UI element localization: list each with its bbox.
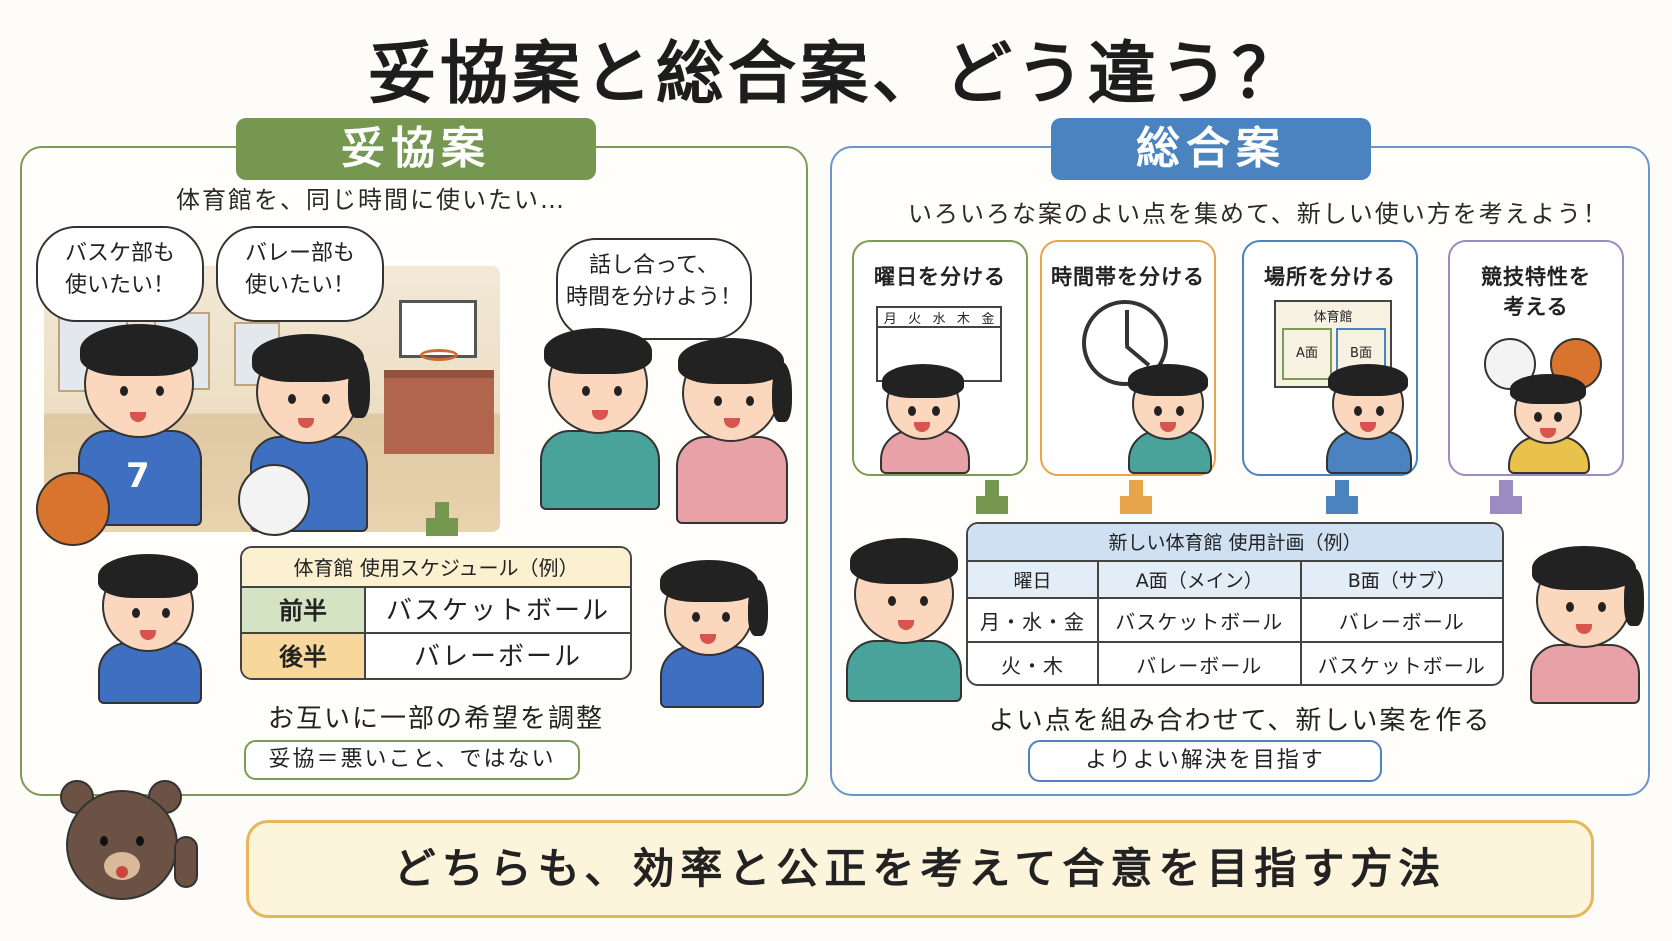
bear-mascot-icon — [56, 776, 206, 916]
table-row: 前半 バスケットボール — [242, 588, 630, 634]
summary-banner: どちらも、効率と公正を考えて合意を目指す方法 — [246, 820, 1594, 918]
court-a: A面 — [1282, 328, 1332, 380]
calendar-day: 月 — [883, 312, 897, 327]
volleyball-icon — [238, 464, 310, 536]
table-cell: 火・木 — [968, 642, 1099, 684]
down-arrow-icon — [426, 502, 458, 536]
compromise-note: 妥協＝悪いこと、ではない — [244, 740, 580, 780]
schedule-label: 前半 — [242, 588, 366, 632]
speech-bubble-basketball: バスケ部も使いたい！ — [36, 226, 204, 322]
integration-note: よりよい解決を目指す — [1028, 740, 1382, 782]
down-arrow-icon — [1326, 480, 1358, 514]
integration-tab: 総合案 — [1051, 118, 1371, 180]
card-place: 場所を分ける 体育館 A面 B面 — [1242, 240, 1418, 476]
compromise-subtitle: 体育館を、同じ時間に使いたい… — [176, 186, 566, 214]
table-row: 後半 バレーボール — [242, 634, 630, 678]
card-title: 時間帯を分ける — [1051, 265, 1205, 289]
card-sport: 競技特性を考える — [1448, 240, 1624, 476]
calendar-day: 金 — [981, 312, 995, 327]
compromise-tab: 妥協案 — [236, 118, 596, 180]
down-arrow-icon — [976, 480, 1008, 514]
table-cell: バレーボール — [1098, 642, 1302, 684]
card-day: 曜日を分ける 月 火 水 木 金 — [852, 240, 1028, 476]
table-row: 火・木 バレーボール バスケットボール — [968, 642, 1502, 684]
calendar-day: 水 — [932, 312, 946, 327]
table-cell: バレーボール — [1300, 598, 1502, 643]
schedule-header: 体育館 使用スケジュール（例） — [242, 548, 630, 588]
plan-table: 新しい体育館 使用計画（例） 曜日 A面（メイン） B面（サブ） 月・水・金 バ… — [966, 522, 1504, 686]
basketball-icon — [36, 472, 110, 546]
card-title: 曜日を分ける — [874, 265, 1006, 289]
schedule-label: 後半 — [242, 634, 366, 678]
card-title: 場所を分ける — [1264, 265, 1396, 289]
table-cell: バスケットボール — [1317, 654, 1486, 678]
speech-bubble-volleyball: バレー部も使いたい！ — [216, 226, 384, 322]
table-cell: 月・水・金 — [968, 598, 1099, 643]
jersey-number: 7 — [126, 456, 150, 496]
page-title: 妥協案と総合案、どう違う？ — [367, 35, 1304, 114]
card-time: 時間帯を分ける — [1040, 240, 1216, 476]
table-row: 曜日 A面（メイン） B面（サブ） — [968, 562, 1502, 599]
calendar-day: 木 — [956, 312, 970, 327]
column-header: 曜日 — [968, 562, 1099, 599]
down-arrow-icon — [1490, 480, 1522, 514]
integration-subtitle: いろいろな案のよい点を集めて、新しい使い方を考えよう！ — [908, 200, 1609, 228]
integration-caption: よい点を組み合わせて、新しい案を作る — [988, 706, 1492, 736]
schedule-table: 体育館 使用スケジュール（例） 前半 バスケットボール 後半 バレーボール — [240, 546, 632, 680]
card-title: 競技特性を考える — [1481, 265, 1591, 319]
column-header: B面（サブ） — [1300, 562, 1502, 599]
court-title: 体育館 — [1313, 310, 1353, 325]
table-cell: バスケットボール — [1098, 598, 1302, 643]
calendar-day: 火 — [908, 312, 922, 327]
schedule-value: バレーボール — [413, 642, 582, 672]
compromise-caption: お互いに一部の希望を調整 — [267, 704, 604, 734]
down-arrow-icon — [1120, 480, 1152, 514]
basketball-hoop-icon — [399, 300, 477, 361]
speech-bubble-discuss: 話し合って、時間を分けよう！ — [556, 238, 752, 340]
table-row: 月・水・金 バスケットボール バレーボール — [968, 598, 1502, 643]
schedule-value: バスケットボール — [385, 596, 610, 626]
plan-header: 新しい体育館 使用計画（例） — [968, 524, 1502, 562]
column-header: A面（メイン） — [1098, 562, 1302, 599]
